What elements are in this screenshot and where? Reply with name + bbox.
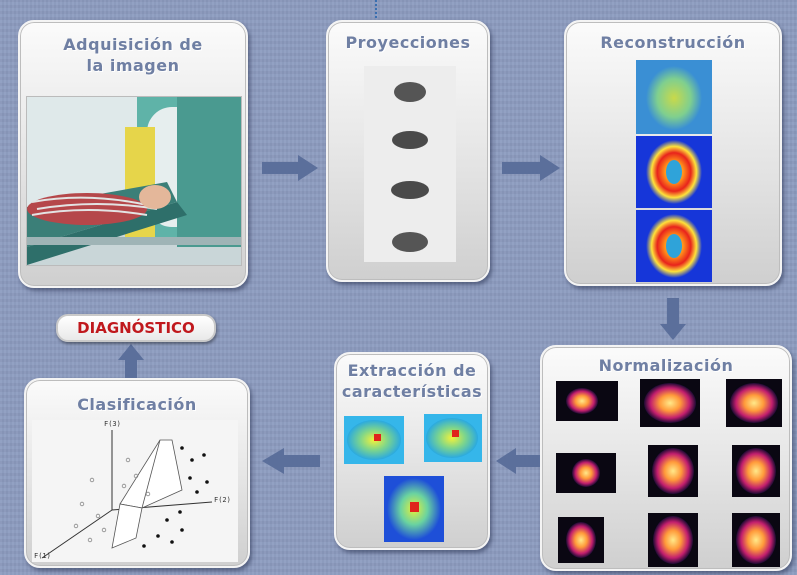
projections-panel: Proyecciones [326, 20, 490, 282]
feature-space-plot: F(3) F(2) F(1) [32, 420, 238, 562]
left-arrow-icon [262, 448, 320, 474]
slice-row-2 [556, 445, 780, 497]
axis-label-f3: F(3) [104, 420, 121, 428]
diagnosis-badge: DIAGNÓSTICO [56, 314, 216, 342]
features-title: Extracción de características [341, 361, 483, 401]
axis-label-f1: F(1) [34, 552, 51, 560]
reconstruction-image-3 [636, 210, 712, 282]
features-panel: Extracción de características [334, 352, 490, 550]
axis-label-f2: F(2) [214, 496, 231, 504]
slice-row-1 [556, 379, 782, 427]
left-arrow-icon [496, 448, 540, 474]
noisy-reconstruction-image [636, 60, 712, 134]
reconstruction-image-2 [636, 136, 712, 208]
down-arrow-icon [660, 298, 686, 340]
acquisition-panel: Adquisición de la imagen [18, 20, 248, 288]
right-arrow-icon [262, 155, 318, 181]
feature-maps [344, 414, 482, 542]
projections-title: Proyecciones [345, 33, 471, 52]
classification-panel: Clasificación F(3) F(2) F(1) [24, 378, 250, 568]
normalized-slices-grid [556, 379, 782, 567]
reconstruction-panel: Reconstrucción [564, 20, 782, 286]
normalization-title: Normalización [598, 356, 734, 375]
slice-row-3 [558, 513, 780, 567]
right-arrow-icon [502, 155, 560, 181]
reconstruction-title: Reconstrucción [600, 33, 746, 52]
guide-dots [375, 0, 377, 18]
classification-title: Clasificación [77, 395, 197, 414]
up-arrow-icon [118, 344, 144, 378]
projections-strip [364, 66, 456, 262]
pet-scanner-illustration [26, 96, 242, 266]
acquisition-title: Adquisición de la imagen [63, 35, 203, 75]
normalization-panel: Normalización [540, 345, 792, 571]
